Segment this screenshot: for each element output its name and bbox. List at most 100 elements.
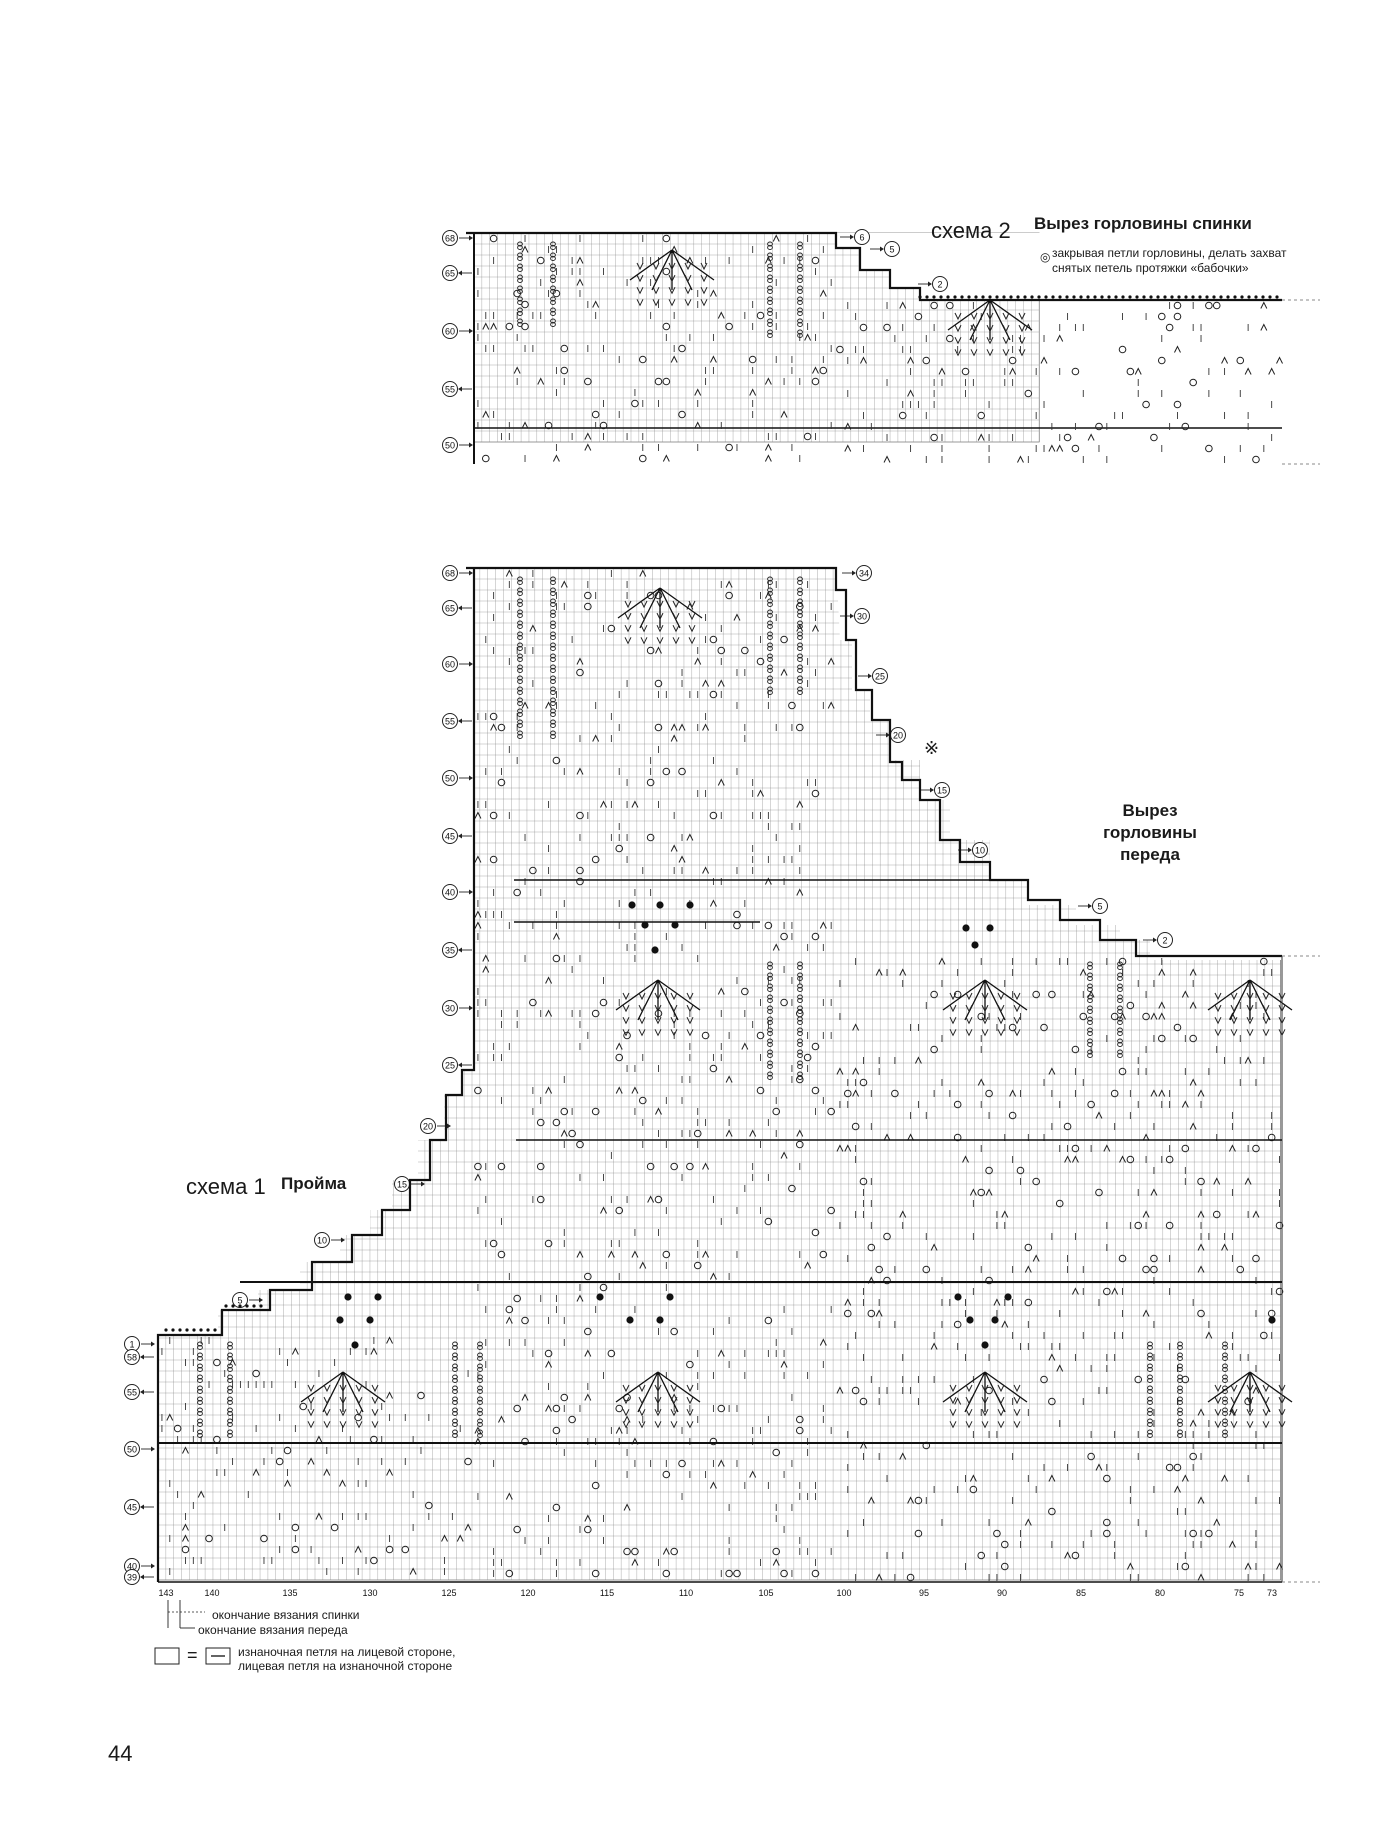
neck-step-10: 10 (958, 842, 988, 858)
decrease-symbol (875, 968, 883, 976)
yarn-over-symbol (291, 1523, 300, 1532)
neck-step-34-ring (856, 565, 872, 581)
decrease-symbol (1268, 367, 1276, 375)
twisted-symbol (1177, 1341, 1183, 1347)
decrease-symbol (1095, 1111, 1103, 1119)
twisted-symbol (517, 274, 523, 280)
yarn-over-symbol (859, 323, 868, 332)
decrease-symbol (1181, 1100, 1189, 1108)
decrease-symbol (717, 1459, 725, 1467)
twisted-symbol (1117, 972, 1123, 978)
decrease-symbol (883, 1133, 891, 1141)
slip-symbol (654, 1029, 662, 1037)
twisted-symbol (797, 994, 803, 1000)
schema2-step-2-label: 2 (937, 280, 942, 290)
slip-symbol (997, 1384, 1005, 1393)
twisted-symbol (797, 987, 803, 992)
yarn-over-symbol (560, 1393, 569, 1402)
decrease-symbol (1189, 1419, 1197, 1427)
decrease-symbol (639, 569, 647, 577)
neck-step-15-ring (934, 782, 950, 798)
twisted-symbol (1147, 1389, 1153, 1394)
decrease-symbol (545, 1404, 553, 1412)
yarn-over-symbol (513, 1525, 521, 1534)
decrease-symbol (631, 1086, 639, 1094)
yarn-over-symbol (584, 591, 592, 600)
slip-symbol (949, 1384, 957, 1393)
yarn-over-symbol (425, 1501, 433, 1510)
yarn-over-symbol (756, 657, 765, 666)
decrease-symbol (702, 1162, 710, 1170)
yarn-over-symbol (552, 954, 561, 963)
yarn-over-symbol (417, 1391, 425, 1400)
twisted-symbol (517, 631, 523, 637)
slip-symbol (1230, 1004, 1238, 1013)
slip-symbol (686, 1029, 694, 1037)
yarn-over-symbol (505, 322, 514, 331)
yarn-over-symbol (631, 1547, 639, 1556)
twisted-symbol (197, 1389, 203, 1394)
twisted-symbol (550, 631, 556, 637)
slip-symbol (1262, 1016, 1270, 1025)
twisted-symbol (517, 686, 523, 692)
yarn-over-symbol (536, 1195, 545, 1204)
slip-symbol (1013, 1029, 1021, 1037)
yarn-over-symbol (591, 855, 600, 864)
twisted-symbol (1117, 1038, 1123, 1044)
slip-symbol (624, 612, 632, 621)
decrease-symbol (354, 1545, 362, 1553)
yarn-over-symbol (576, 811, 584, 820)
slip-symbol (624, 600, 632, 609)
slip-symbol (1230, 1029, 1238, 1037)
twisted-symbol (797, 657, 803, 662)
twisted-symbol (1177, 1429, 1183, 1435)
slip-symbol (1214, 1004, 1222, 1013)
front-neck-heading: Вырез горловины переда (1090, 800, 1210, 866)
slip-symbol (652, 286, 660, 295)
twisted-symbol (550, 256, 556, 261)
twisted-symbol (550, 712, 556, 717)
yarn-over-symbol (1118, 1067, 1127, 1076)
slip-symbol (1018, 349, 1026, 357)
yarn-over-symbol (591, 1107, 600, 1116)
decrease-symbol (852, 1067, 860, 1075)
decrease-symbol (576, 278, 584, 286)
twisted-symbol (550, 598, 556, 604)
twisted-symbol (550, 686, 556, 692)
twisted-symbol (452, 1356, 458, 1361)
neck-step-34-arrowhead (852, 570, 856, 576)
schema2-step-5-ring (884, 241, 900, 257)
yarn-over-symbol (662, 377, 671, 386)
decrease-symbol (1158, 1012, 1166, 1020)
twisted-symbol (517, 263, 523, 269)
decrease-symbol (749, 1129, 757, 1137)
bindoff-dot (1268, 295, 1272, 299)
decrease-symbol (836, 1144, 844, 1152)
yarn-over-symbol (584, 1327, 592, 1336)
yarn-over-symbol (709, 635, 718, 644)
decrease-symbol (819, 1338, 827, 1346)
slip-symbol (1002, 349, 1010, 357)
yarn-over-symbol (867, 1309, 876, 1318)
decrease-symbol (844, 422, 852, 430)
yarn-over-symbol (898, 411, 907, 420)
slip-symbol (654, 1421, 662, 1429)
yarn-over-symbol (788, 1184, 796, 1193)
slip-symbol (684, 262, 692, 271)
schema1-row-40-arrowhead (469, 889, 473, 895)
decrease-symbol (670, 723, 678, 731)
slip-symbol (997, 1029, 1005, 1037)
twisted-symbol (1147, 1400, 1153, 1405)
decrease-symbol (545, 701, 553, 709)
neck-step-25-ring (872, 668, 888, 684)
twisted-symbol (797, 664, 803, 670)
schema1-row-60-label: 60 (445, 660, 455, 670)
decrease-symbol (907, 1496, 915, 1504)
twisted-symbol (1222, 1429, 1228, 1435)
yarn-over-symbol (1197, 1309, 1205, 1318)
twisted-symbol (767, 256, 773, 261)
snowflake-icon: ◎ (1040, 250, 1051, 264)
slip-symbol (323, 1384, 331, 1393)
twisted-symbol (517, 252, 523, 258)
twisted-symbol (477, 1341, 483, 1347)
